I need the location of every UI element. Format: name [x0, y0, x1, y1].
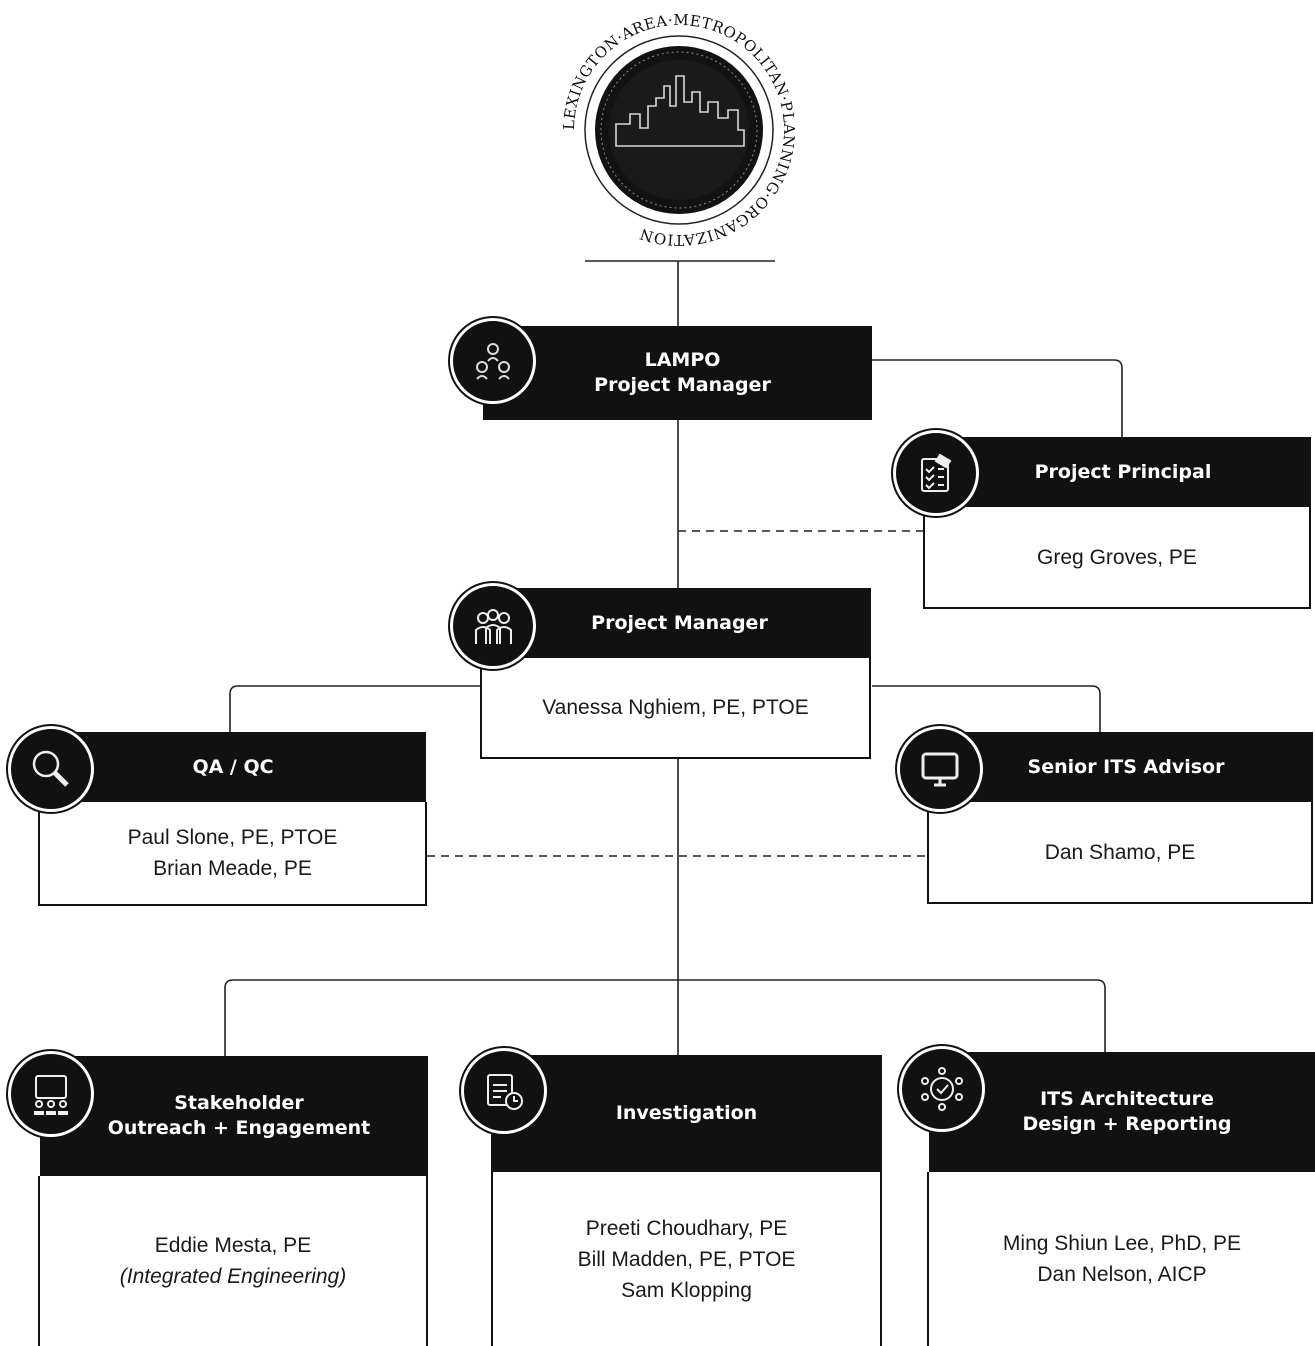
principal-name: Greg Groves, PE	[1037, 545, 1197, 569]
stakeholder-name: Eddie Mesta, PE	[154, 1234, 312, 1257]
investigation-name-3: Sam Klopping	[621, 1278, 752, 1302]
stakeholder-header: Stakeholder Outreach + Engagement	[40, 1056, 428, 1176]
its-advisor-name: Dan Shamo, PE	[1044, 840, 1196, 864]
principal-title: Project Principal	[1034, 460, 1212, 483]
pm-title: Project Manager	[591, 611, 768, 634]
monitor-icon	[897, 726, 983, 812]
its-advisor-header: Senior ITS Advisor	[929, 732, 1313, 802]
principal-body: Greg Groves, PE	[923, 507, 1311, 609]
its-advisor-title: Senior ITS Advisor	[1027, 755, 1225, 778]
investigation-title: Investigation	[615, 1102, 758, 1124]
its-arch-name-2: Dan Nelson, AICP	[1037, 1263, 1207, 1286]
its-arch-subtitle: Design + Reporting	[1022, 1113, 1232, 1135]
its-arch-header: ITS Architecture Design + Reporting	[929, 1052, 1315, 1172]
network-icon	[899, 1046, 985, 1132]
pm-name: Vanessa Nghiem, PE, PTOE	[542, 696, 809, 719]
lampo-seal-icon: LEXINGTON·AREA·METROPOLITAN·PLANNING·ORG…	[560, 11, 798, 249]
people-circle-icon	[450, 318, 536, 404]
stakeholder-note: (Integrated Engineering)	[119, 1265, 347, 1288]
lampo-pm-header: LAMPO Project Manager	[483, 326, 872, 420]
pm-body: Vanessa Nghiem, PE, PTOE	[480, 658, 871, 759]
its-arch-title: ITS Architecture	[1040, 1088, 1214, 1110]
magnifier-icon	[8, 726, 94, 812]
team-icon	[450, 583, 536, 669]
its-advisor-body: Dan Shamo, PE	[927, 802, 1313, 904]
stakeholder-body: Eddie Mesta, PE (Integrated Engineering)	[38, 1176, 428, 1346]
lampo-logo: LEXINGTON·AREA·METROPOLITAN·PLANNING·ORG…	[548, 6, 810, 254]
qaqc-title: QA / QC	[192, 755, 274, 778]
stakeholder-title: Stakeholder	[174, 1092, 304, 1114]
qaqc-header: QA / QC	[40, 732, 426, 802]
clipboard-checklist-icon	[893, 430, 979, 516]
its-arch-body: Ming Shiun Lee, PhD, PE Dan Nelson, AICP	[927, 1172, 1315, 1346]
pm-header: Project Manager	[482, 588, 871, 658]
stakeholder-subtitle: Outreach + Engagement	[107, 1117, 371, 1139]
investigation-header: Investigation	[491, 1055, 882, 1172]
lampo-title: LAMPO	[644, 349, 721, 371]
investigation-name-1: Preeti Choudhary, PE	[585, 1216, 788, 1240]
lampo-subtitle: Project Manager	[594, 374, 771, 396]
qaqc-name-2: Brian Meade, PE	[153, 857, 312, 880]
its-arch-name-1: Ming Shiun Lee, PhD, PE	[1002, 1232, 1242, 1255]
investigation-body: Preeti Choudhary, PE Bill Madden, PE, PT…	[491, 1172, 882, 1346]
investigation-name-2: Bill Madden, PE, PTOE	[577, 1247, 796, 1271]
qaqc-body: Paul Slone, PE, PTOE Brian Meade, PE	[38, 802, 427, 906]
clipboard-clock-icon	[461, 1048, 547, 1134]
qaqc-name-1: Paul Slone, PE, PTOE	[127, 826, 338, 849]
presentation-icon	[8, 1051, 94, 1137]
principal-header: Project Principal	[925, 437, 1311, 507]
